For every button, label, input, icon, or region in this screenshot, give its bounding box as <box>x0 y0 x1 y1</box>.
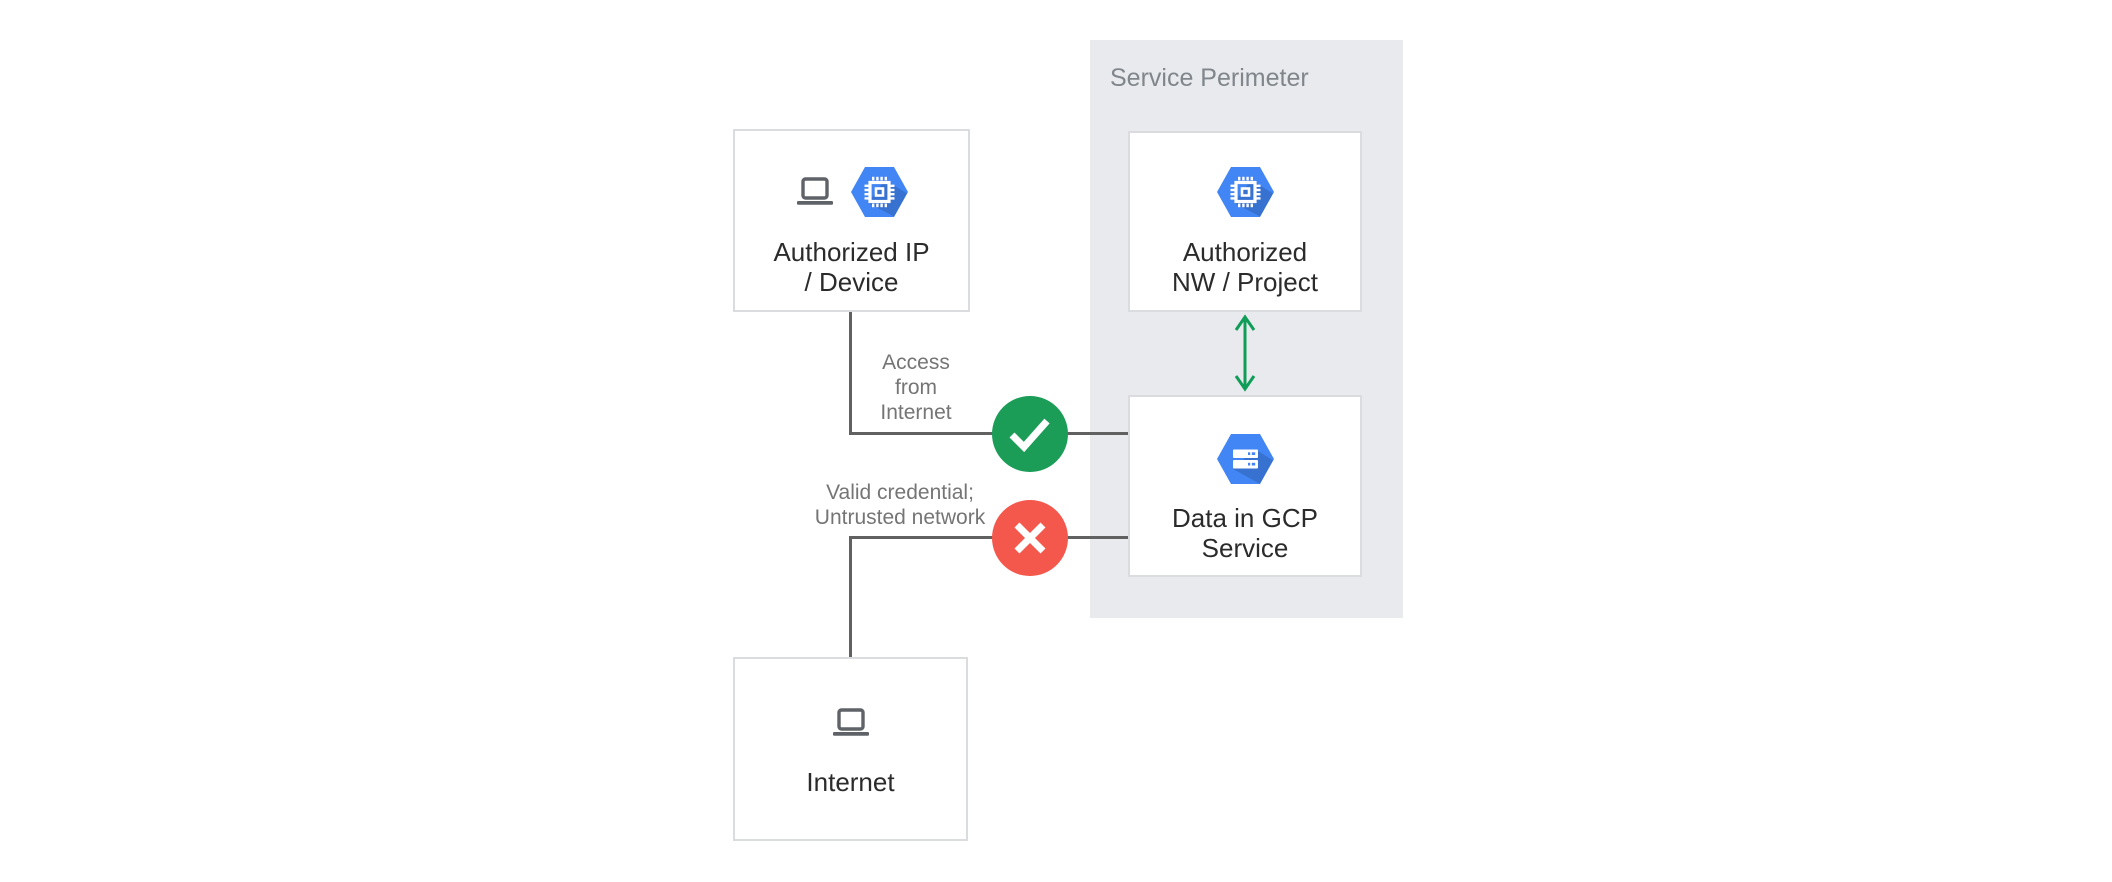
double-arrow-icon <box>1231 311 1259 395</box>
node-icons <box>1216 167 1274 217</box>
connector-authorized-ip-down <box>849 312 852 434</box>
node-icons <box>831 708 871 738</box>
node-label-line1: Internet <box>806 767 895 797</box>
gcp-hexagon-chip-icon <box>1216 167 1274 217</box>
node-label: Authorized NW / Project <box>1130 237 1360 297</box>
node-label-line2: / Device <box>804 267 899 297</box>
check-icon <box>1009 418 1050 453</box>
node-data-in-gcp-service: Data in GCP Service <box>1128 395 1362 577</box>
x-icon <box>1014 522 1046 554</box>
gcp-hexagon-chip-icon <box>851 167 908 217</box>
node-label-line2: Service <box>1201 533 1289 563</box>
node-authorized-nw-project: Authorized NW / Project <box>1128 131 1362 312</box>
node-label: Authorized IP / Device <box>735 237 968 297</box>
connector-untrusted-horizontal <box>849 536 1128 539</box>
node-icons <box>1216 434 1274 484</box>
node-icons <box>795 167 908 217</box>
gcp-hexagon-storage-icon <box>1216 434 1274 484</box>
node-label: Data in GCP Service <box>1130 503 1360 563</box>
node-label-line1: Authorized <box>1182 237 1308 267</box>
connector-access-horizontal <box>849 432 1128 435</box>
node-label-line1: Authorized IP <box>773 237 930 267</box>
laptop-icon <box>797 177 833 205</box>
allowed-badge <box>992 396 1068 472</box>
service-perimeter-label: Service Perimeter <box>1110 64 1309 92</box>
denied-badge <box>992 500 1068 576</box>
connector-internet-up <box>849 537 852 657</box>
laptop-icon <box>832 708 869 736</box>
node-authorized-ip-device: Authorized IP / Device <box>733 129 970 312</box>
node-label-line2: NW / Project <box>1172 267 1318 297</box>
node-label: Internet <box>735 767 966 797</box>
edge-label-access-from-internet: Access from Internet <box>880 351 952 424</box>
node-label-line1: Data in GCP <box>1172 503 1318 533</box>
node-internet: Internet <box>733 657 968 841</box>
edge-label-valid-credential-untrusted-network: Valid credential; Untrusted network <box>814 481 986 529</box>
